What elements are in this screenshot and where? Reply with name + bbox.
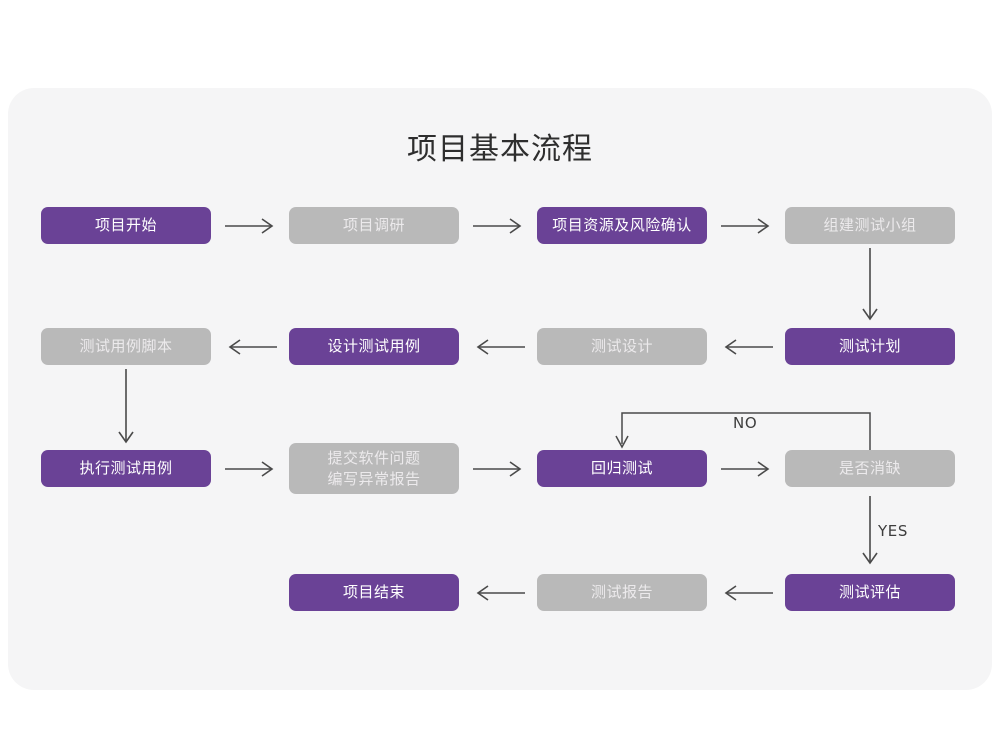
node-project-start[interactable]: 项目开始 xyxy=(41,207,211,244)
node-test-report[interactable]: 测试报告 xyxy=(537,574,707,611)
node-test-case-script[interactable]: 测试用例脚本 xyxy=(41,328,211,365)
node-design-test-case[interactable]: 设计测试用例 xyxy=(289,328,459,365)
node-build-test-team[interactable]: 组建测试小组 xyxy=(785,207,955,244)
node-regression-test[interactable]: 回归测试 xyxy=(537,450,707,487)
node-submit-issue-report-line2: 编写异常报告 xyxy=(327,469,421,488)
node-project-research[interactable]: 项目调研 xyxy=(289,207,459,244)
node-submit-issue-report-line1: 提交软件问题 xyxy=(327,448,421,467)
node-test-plan[interactable]: 测试计划 xyxy=(785,328,955,365)
node-execute-test-case[interactable]: 执行测试用例 xyxy=(41,450,211,487)
page-title: 项目基本流程 xyxy=(407,132,593,167)
node-test-design[interactable]: 测试设计 xyxy=(537,328,707,365)
node-project-end[interactable]: 项目结束 xyxy=(289,574,459,611)
edge-label-yes: YES xyxy=(878,522,908,540)
node-resource-risk-confirm[interactable]: 项目资源及风险确认 xyxy=(537,207,707,244)
node-test-evaluation[interactable]: 测试评估 xyxy=(785,574,955,611)
edge-label-no: NO xyxy=(733,414,758,432)
node-defect-cleared[interactable]: 是否消缺 xyxy=(785,450,955,487)
node-submit-issue-report[interactable]: 提交软件问题 编写异常报告 xyxy=(289,443,459,494)
